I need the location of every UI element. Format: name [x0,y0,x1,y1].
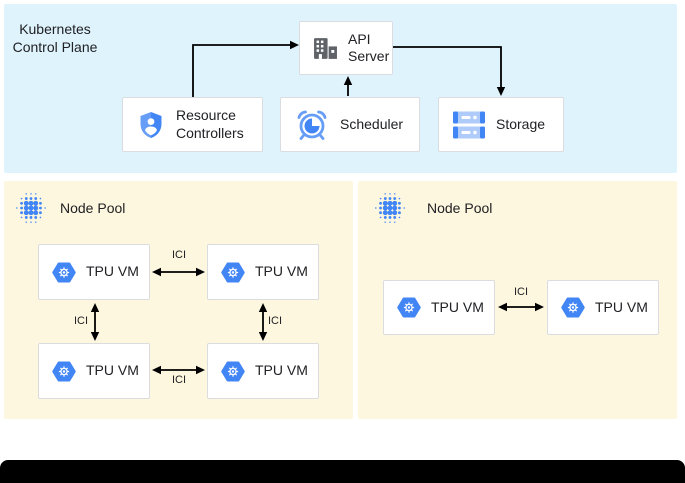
tpu-vm-box: TPU VM [38,343,150,399]
tpu-vm-box: TPU VM [207,343,319,399]
server-stack-icon [452,110,486,140]
tpu-vm-label: TPU VM [255,362,308,379]
node-pool-left-label: Node Pool [60,200,126,216]
tpu-vm-box: TPU VM [383,280,495,335]
tpu-vm-label: TPU VM [86,263,139,280]
scheduler-box: Scheduler [280,97,420,152]
tpu-vm-box: TPU VM [207,244,319,300]
tpu-hexagon-icon [52,361,76,382]
dot-cluster-icon [373,191,407,225]
ici-label: ICI [171,374,187,386]
ici-label: ICI [268,315,283,327]
storage-box: Storage [438,97,564,152]
ici-label: ICI [513,286,529,298]
scheduler-label: Scheduler [340,115,404,132]
resource-controllers-box: Resource Controllers [122,97,263,152]
api-server-box: API Server [299,21,393,75]
tpu-hexagon-icon [221,262,245,283]
ici-label: ICI [73,315,88,327]
dot-cluster-icon [14,191,48,225]
api-server-label: API Server [348,30,390,65]
tpu-hexagon-icon [221,361,245,382]
tpu-vm-box: TPU VM [547,280,659,335]
building-icon [313,37,338,60]
ici-label: ICI [171,249,187,261]
tpu-hexagon-icon [397,297,421,318]
control-plane-title: Kubernetes Control Plane [12,21,98,56]
tpu-hexagon-icon [561,297,585,318]
shield-user-icon [136,110,166,140]
tpu-vm-label: TPU VM [595,298,648,315]
bottom-black-bar [0,460,685,483]
tpu-vm-label: TPU VM [255,263,308,280]
tpu-vm-label: TPU VM [431,298,484,315]
tpu-vm-box: TPU VM [38,244,150,300]
tpu-hexagon-icon [52,262,76,283]
storage-label: Storage [496,115,546,132]
node-pool-right-label: Node Pool [427,200,493,216]
resource-controllers-label: Resource Controllers [176,107,244,141]
alarm-clock-icon [294,108,330,142]
tpu-vm-label: TPU VM [86,362,139,379]
